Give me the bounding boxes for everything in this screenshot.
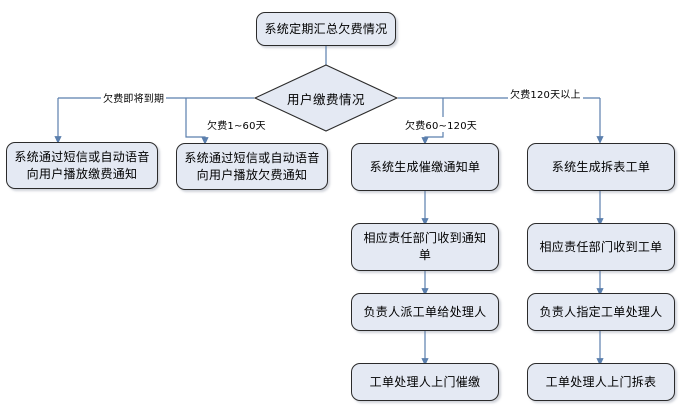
node-c4-step3[interactable]: 负责人指定工单处理人 xyxy=(527,293,675,331)
node-c3-step2-label: 相应责任部门收到通知单 xyxy=(363,231,487,262)
node-c4-step1-label: 系统生成拆表工单 xyxy=(551,159,651,174)
node-start[interactable]: 系统定期汇总欠费情况 xyxy=(256,12,396,46)
node-c4-step2-label: 相应责任部门收到工单 xyxy=(539,239,663,254)
node-c3-step3[interactable]: 负责人派工单给处理人 xyxy=(351,293,499,331)
node-c3-step1-label: 系统生成催缴通知单 xyxy=(369,159,481,174)
decision-shape xyxy=(254,64,398,132)
node-c4-step2[interactable]: 相应责任部门收到工单 xyxy=(527,223,675,271)
node-c4-step3-label: 负责人指定工单处理人 xyxy=(539,304,663,319)
node-start-label: 系统定期汇总欠费情况 xyxy=(264,21,388,36)
node-decision-label: 用户缴费情况 xyxy=(286,91,365,107)
node-c3-step3-label: 负责人派工单给处理人 xyxy=(363,304,487,319)
edge-label-60-120: 欠费60~120天 xyxy=(403,117,479,132)
node-c4-step4[interactable]: 工单处理人上门拆表 xyxy=(527,363,675,401)
edge-label-1-60: 欠费1~60天 xyxy=(205,117,268,132)
node-c1-step1-label: 系统通过短信或自动语音向用户播放缴费通知 xyxy=(14,149,150,181)
edge-label-soon-due: 欠费即将到期 xyxy=(101,90,167,105)
node-c4-step1[interactable]: 系统生成拆表工单 xyxy=(527,143,675,191)
edge-label-over-120: 欠费120天以上 xyxy=(508,86,583,101)
node-c3-step4[interactable]: 工单处理人上门催缴 xyxy=(351,363,499,401)
node-decision[interactable]: 用户缴费情况 xyxy=(254,64,398,132)
node-c3-step2[interactable]: 相应责任部门收到通知单 xyxy=(351,223,499,271)
node-c3-step4-label: 工单处理人上门催缴 xyxy=(369,374,481,389)
node-c2-step1-label: 系统通过短信或自动语音向用户播放欠费通知 xyxy=(184,150,320,182)
node-c1-step1[interactable]: 系统通过短信或自动语音向用户播放缴费通知 xyxy=(6,142,158,189)
node-c4-step4-label: 工单处理人上门拆表 xyxy=(545,374,657,389)
connector-branch-1-60 xyxy=(185,98,209,145)
node-c2-step1[interactable]: 系统通过短信或自动语音向用户播放欠费通知 xyxy=(176,143,328,190)
node-c3-step1[interactable]: 系统生成催缴通知单 xyxy=(351,143,499,191)
